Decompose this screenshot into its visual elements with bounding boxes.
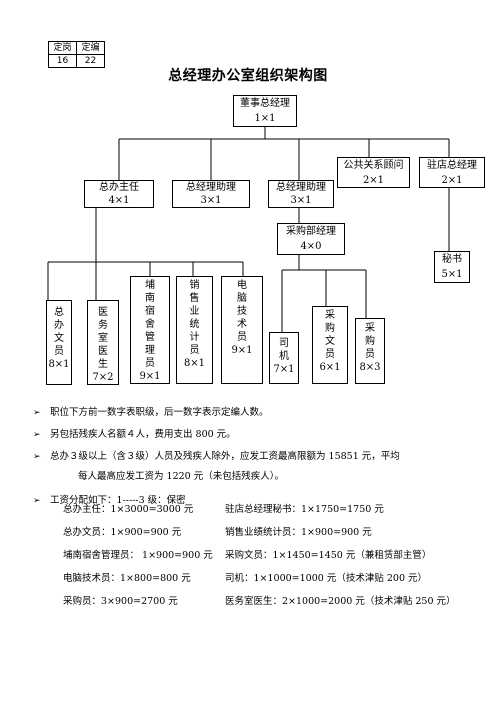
org-office-head: 总办主任 4×1 [84, 180, 154, 208]
note-text: 工资分配如下：1-----3 级：保密 [50, 495, 186, 506]
org-clinic-doctor: 医务室医生 7×2 [87, 300, 119, 385]
org-purchaser: 采购员 8×3 [355, 318, 385, 384]
note-item: ➢ 工资分配如下：1-----3 级：保密 [33, 492, 400, 510]
org-store-gm-count: 2×1 [441, 175, 463, 186]
quota-table: 定岗 定编 16 22 [48, 41, 105, 68]
org-store-gm: 驻店总经理 2×1 [419, 157, 485, 188]
org-office-clerk-title: 总办文员 [54, 307, 64, 357]
bullet-arrow-icon: ➢ [33, 496, 41, 506]
org-dorm-manager-count: 9×1 [139, 371, 161, 382]
org-purchasing-clerk-count: 6×1 [319, 362, 341, 373]
page-title: 总经理办公室组织架构图 [168, 68, 328, 84]
note-text: 职位下方前一数字表职级，后一数字表示定编人数。 [50, 407, 269, 418]
org-purchasing-manager: 采购部经理 4×0 [277, 223, 345, 255]
org-clinic-doctor-count: 7×2 [92, 372, 114, 383]
notes-section: ➢ 职位下方前一数字表职级，后一数字表示定编人数。 ➢ 另包括残疾人名额４人，费… [33, 404, 400, 510]
pay-right-4: 司机：1×1000=1000 元（技术津贴 200 元） [225, 573, 428, 584]
org-sales-statistician: 销售业统计员 8×1 [176, 276, 213, 384]
org-purchasing-clerk: 采购文员 6×1 [312, 306, 348, 384]
org-secretary: 秘书 5×1 [434, 251, 470, 283]
org-gm-assistant-2-count: 3×1 [290, 195, 312, 206]
org-gm-assistant-2: 总经理助理 3×1 [268, 180, 334, 208]
org-gm-assistant-2-title: 总经理助理 [276, 182, 326, 193]
pay-right-3: 采购文员：1×1450=1450 元（兼租赁部主管） [225, 550, 432, 561]
org-office-head-title: 总办主任 [99, 182, 139, 193]
org-chairman-count: 1×1 [254, 113, 276, 124]
org-gm-assistant-1-count: 3×1 [200, 195, 222, 206]
org-pr-advisor-title: 公共关系顾问 [343, 160, 404, 171]
bullet-arrow-icon: ➢ [33, 408, 41, 418]
org-gm-assistant-1-title: 总经理助理 [186, 182, 236, 193]
org-sales-statistician-count: 8×1 [183, 358, 206, 369]
pay-right-1: 驻店总经理秘书：1×1750=1750 元 [225, 504, 384, 515]
note-continuation: 每人最高应发工资为 1220 元（未包括残疾人）。 [78, 471, 284, 482]
pay-left-5: 采购员：3×900=2700 元 [63, 596, 178, 607]
org-purchasing-clerk-title: 采购文员 [325, 310, 335, 360]
org-purchasing-manager-count: 4×0 [300, 241, 322, 252]
org-sales-statistician-title: 销售业统计员 [189, 280, 200, 356]
note-item: ➢ 总办３级以上（含３级）人员及残疾人除外，应发工资最高限额为 15851 元，… [33, 448, 400, 466]
org-pr-advisor-count: 2×1 [362, 175, 385, 186]
org-secretary-count: 5×1 [441, 269, 463, 280]
note-text: 另包括残疾人名额４人，费用支出 800 元。 [50, 429, 236, 440]
org-pr-advisor: 公共关系顾问 2×1 [337, 157, 410, 188]
org-it-technician-count: 9×1 [231, 345, 253, 356]
org-office-clerk: 总办文员 8×1 [46, 300, 72, 385]
org-driver-title: 司机 [279, 338, 289, 362]
note-item: ➢ 职位下方前一数字表职级，后一数字表示定编人数。 [33, 404, 400, 422]
org-office-clerk-count: 8×1 [48, 359, 70, 370]
org-office-head-count: 4×1 [108, 195, 130, 206]
pay-right-2: 销售业绩统计员：1×900=900 元 [225, 527, 372, 538]
bullet-arrow-icon: ➢ [33, 452, 41, 462]
quota-value-posts: 16 [48, 54, 77, 68]
org-gm-assistant-1: 总经理助理 3×1 [172, 180, 250, 208]
note-item: ➢ 另包括残疾人名额４人，费用支出 800 元。 [33, 426, 400, 444]
org-purchasing-manager-title: 采购部经理 [286, 226, 336, 237]
org-purchaser-count: 8×3 [359, 362, 381, 373]
pay-left-4: 电脑技术员：1×800=800 元 [63, 573, 191, 584]
note-text: 总办３级以上（含３级）人员及残疾人除外，应发工资最高限额为 15851 元，平均 [50, 451, 400, 462]
pay-left-3: 埔南宿舍管理员： 1×900=900 元 [63, 550, 213, 561]
bullet-arrow-icon: ➢ [33, 430, 41, 440]
org-dorm-manager-title: 埔南宿舍管理员 [145, 280, 155, 369]
org-chairman-title: 董事总经理 [240, 98, 290, 109]
quota-value-staff: 22 [76, 54, 105, 68]
org-driver-count: 7×1 [273, 364, 295, 375]
org-it-technician-title: 电脑技术员 [237, 280, 247, 343]
pay-left-1: 总办主任：1×3000=3000 元 [63, 504, 194, 515]
org-secretary-title: 秘书 [442, 254, 462, 265]
org-store-gm-title: 驻店总经理 [427, 160, 477, 171]
pay-left-2: 总办文员：1×900=900 元 [63, 527, 182, 538]
org-clinic-doctor-title: 医务室医生 [98, 307, 108, 370]
org-dorm-manager: 埔南宿舍管理员 9×1 [130, 276, 170, 384]
org-purchaser-title: 采购员 [365, 323, 375, 360]
org-driver: 司机 7×1 [269, 332, 299, 384]
org-chairman: 董事总经理 1×1 [233, 95, 297, 127]
org-it-technician: 电脑技术员 9×1 [221, 276, 263, 384]
pay-right-5: 医务室医生：2×1000=2000 元（技术津贴 250 元） [225, 596, 456, 607]
